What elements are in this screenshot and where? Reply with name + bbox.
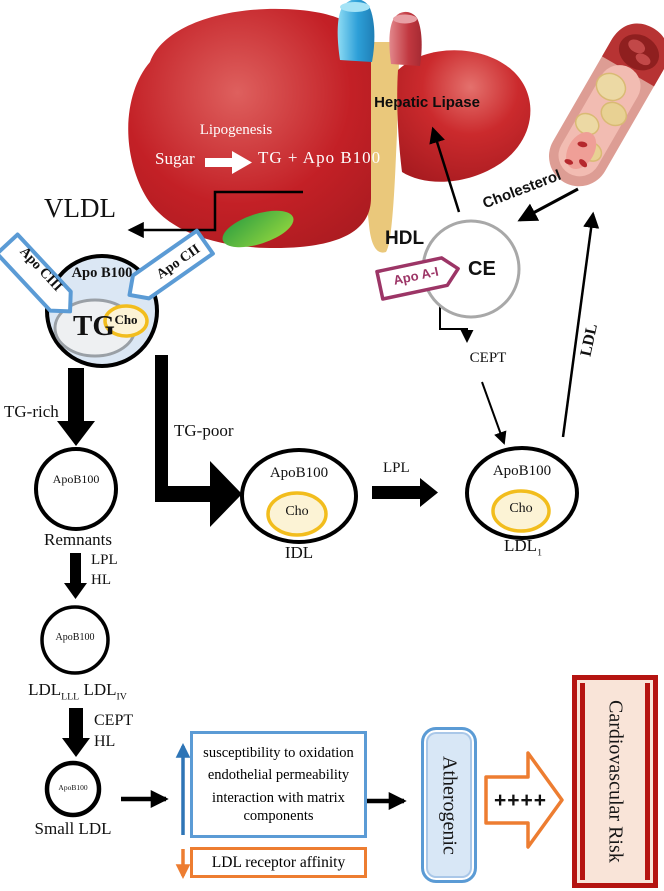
atherogenic-box: Atherogenic (421, 727, 477, 883)
arrow-cept-to-ldl1 (481, 381, 507, 445)
tg-poor-label: TG-poor (174, 421, 234, 440)
effect-oxidation: susceptibility to oxidation (203, 745, 354, 762)
apo-ai-flag (375, 256, 460, 301)
arrow-hdl-to-hepatic-lipase (429, 126, 461, 213)
plus-block-arrow (484, 751, 564, 849)
atherogenic-label: Atherogenic (438, 755, 461, 855)
effect-permeability: endothelial permeability (207, 767, 350, 784)
cardiovascular-risk-label: Cardiovascular Risk (604, 700, 627, 863)
effects-box: susceptibility to oxidation endothelial … (190, 731, 367, 838)
synthesis-label: TG + Apo B100 (258, 148, 382, 167)
ldl1-cho-label: Cho (509, 501, 533, 516)
ldl1-label: LDL1 (504, 536, 542, 559)
remnants-label: Remnants (44, 530, 112, 549)
effect-matrix: interaction with matrix components (212, 789, 345, 824)
ldl-receptor-affinity-box: LDL receptor affinity (190, 847, 367, 878)
liver-left-lobe (128, 8, 371, 249)
cardio-inner-bar-right (645, 683, 650, 880)
cept-hl-down-arrow (62, 708, 90, 757)
vldl-particle (0, 228, 215, 368)
remnants-particle (34, 447, 118, 531)
idl-cho-icon (266, 491, 328, 537)
liver-right-lobe (397, 50, 531, 182)
arrow-hdl-to-cept (439, 305, 474, 343)
artery-illustration (549, 23, 664, 187)
hepatic-vessel-icon (389, 11, 422, 67)
idl-apob-label: ApoB100 (269, 465, 329, 481)
apo-cii-flag (127, 228, 215, 301)
idl-cho-label: Cho (285, 504, 309, 519)
hdl-label: HDL (385, 228, 425, 249)
small-ldl-label: Small LDL (34, 819, 112, 838)
cardio-inner-bar-left (580, 683, 585, 880)
idl-particle (240, 448, 358, 544)
vldl-tg-label: TG (73, 310, 115, 342)
vldl-apob-label: Apo B100 (71, 265, 133, 281)
arrow-cholesterol-to-hdl (517, 187, 579, 222)
hepatic-lipase-label: Hepatic Lipase (374, 94, 480, 111)
sugar-to-tg-arrow-icon (205, 151, 252, 174)
tg-poor-arrow (155, 355, 242, 527)
cho-core-icon (103, 304, 149, 338)
lipogenesis-label: Lipogenesis (199, 122, 273, 138)
sugar-label: Sugar (155, 149, 195, 168)
ldl1-cho-icon (491, 489, 551, 533)
liver-illustration (128, 0, 531, 253)
remnants-apob-label: ApoB100 (52, 472, 100, 486)
cept-label: CEPT (469, 350, 507, 366)
tg-rich-label: TG-rich (4, 402, 59, 421)
apo-ciii-flag (0, 232, 73, 314)
tg-rich-arrow (57, 368, 95, 446)
arrow-ldl1-to-artery (561, 211, 600, 438)
hdl-particle (375, 219, 521, 319)
vena-cava-icon (337, 0, 375, 62)
idl-label: IDL (284, 543, 314, 562)
small-ldl-apob-label: ApoB100 (58, 783, 88, 792)
vldl-cho-label: Cho (114, 312, 138, 327)
lpl-label: LPL (383, 460, 410, 476)
cardiovascular-risk-box: Cardiovascular Risk (572, 675, 658, 888)
remnants-enzymes-label: LPL HL (91, 552, 118, 588)
ldl1-apob-label: ApoB100 (492, 463, 552, 479)
arrow-liver-to-vldl (127, 190, 303, 239)
ldl34-label: LDLLLL LDLIV (28, 680, 127, 703)
ldl34-particle (40, 605, 110, 675)
ce-label: CE (468, 258, 496, 280)
ldl34-apob-label: ApoB100 (55, 632, 95, 643)
ldl1-particle (465, 446, 579, 540)
lpl-arrow-idl-to-ldl1 (372, 478, 438, 507)
remnants-down-arrow (64, 553, 87, 599)
small-ldl-particle (44, 760, 102, 818)
vldl-title: VLDL (44, 193, 116, 223)
plus-label: ++++ (494, 789, 548, 812)
gallbladder-icon (222, 210, 294, 248)
ldl34-enzymes-label: CEPT HL (94, 712, 134, 750)
